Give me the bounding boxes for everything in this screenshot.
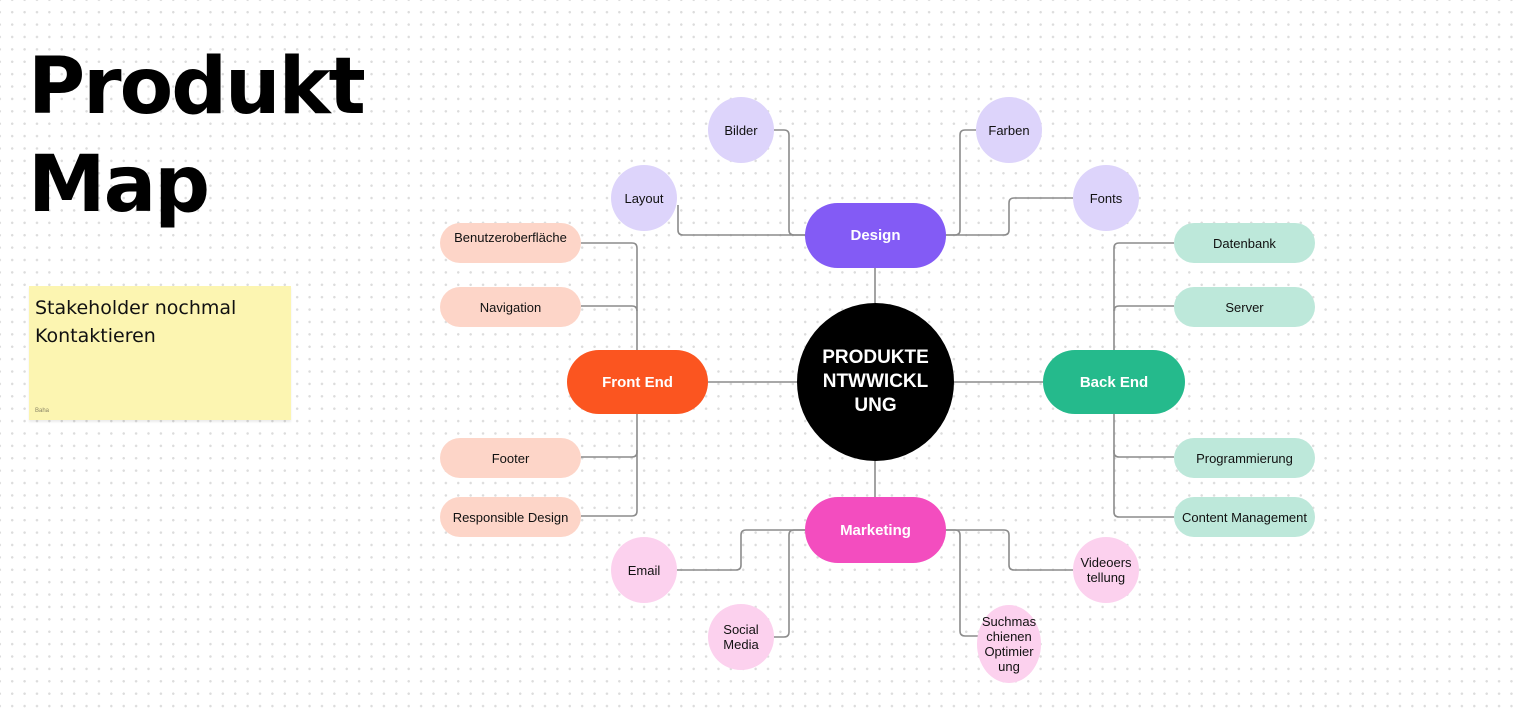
center-label-line-1: PRODUKTE: [822, 347, 929, 368]
sticky-note-line-1: Stakeholder nochmal: [35, 297, 237, 319]
marketing-child-video-line-2: tellung: [1086, 570, 1126, 585]
design-child-bilder-label: Bilder: [724, 122, 758, 138]
branch-back-end[interactable]: Back End: [1043, 350, 1185, 414]
marketing-child-email[interactable]: Email: [611, 537, 677, 603]
branch-marketing-label: Marketing: [840, 521, 911, 539]
front-end-child-benutzeroberflaeche[interactable]: Benutzeroberfläche: [440, 223, 581, 263]
connector-frontend-footer: [581, 414, 638, 458]
back-end-child-content-management[interactable]: Content Management: [1174, 497, 1315, 537]
connector-design-farben: [945, 129, 976, 236]
branch-front-end[interactable]: Front End: [567, 350, 708, 414]
front-end-child-navigation-label: Navigation: [479, 299, 542, 315]
design-child-layout[interactable]: Layout: [611, 165, 677, 231]
connector-frontend-benutzer: [581, 242, 638, 350]
branch-marketing[interactable]: Marketing: [805, 497, 946, 563]
connector-frontend-navigation: [581, 305, 638, 312]
sticky-note[interactable]: Stakeholder nochmal Kontaktieren Baha: [29, 286, 291, 420]
sticky-note-author: Baha: [35, 408, 50, 414]
design-child-farben[interactable]: Farben: [976, 97, 1042, 163]
back-end-child-programmierung-label: Programmierung: [1196, 450, 1293, 466]
branch-back-end-label: Back End: [1079, 373, 1149, 391]
connector-backend-datenbank: [1113, 242, 1174, 350]
branch-front-end-label: Front End: [602, 373, 673, 391]
marketing-child-seo-line-1: Suchmas: [981, 614, 1037, 629]
front-end-child-footer-label: Footer: [491, 450, 530, 466]
connector-marketing-email: [677, 529, 806, 571]
marketing-child-social-media-line-1: Social: [723, 622, 759, 637]
front-end-child-responsible-design-label: Responsible Design: [452, 509, 569, 525]
marketing-child-social-media-line-2: Media: [723, 637, 759, 652]
back-end-child-datenbank[interactable]: Datenbank: [1174, 223, 1315, 263]
center-node[interactable]: PRODUKTE NTWWICKL UNG: [797, 303, 954, 461]
design-child-fonts-label: Fonts: [1089, 190, 1123, 206]
front-end-child-responsible-design[interactable]: Responsible Design: [440, 497, 581, 537]
marketing-child-seo-line-4: ung: [998, 659, 1020, 674]
title-line-1: Produkt: [28, 42, 366, 132]
back-end-child-content-management-label: Content Management: [1181, 509, 1308, 525]
sticky-note-text: Stakeholder nochmal Kontaktieren: [35, 294, 236, 350]
connector-design-bilder: [774, 129, 806, 236]
back-end-child-datenbank-label: Datenbank: [1213, 235, 1276, 251]
connector-marketing-video: [945, 529, 1073, 571]
marketing-child-social-media[interactable]: Social Media: [708, 604, 774, 670]
marketing-child-email-label: Email: [627, 562, 661, 578]
design-child-fonts[interactable]: Fonts: [1073, 165, 1139, 231]
marketing-child-videoerstellung[interactable]: Videoers tellung: [1073, 537, 1139, 603]
branch-design[interactable]: Design: [805, 203, 946, 268]
back-end-child-server-label: Server: [1225, 299, 1264, 315]
connector-frontend-responsive: [581, 450, 638, 517]
connector-design-fonts: [945, 197, 1073, 236]
marketing-child-suchmaschinen-optimierung[interactable]: Suchmas chienen Optimier ung: [977, 605, 1041, 683]
marketing-child-seo-line-2: chienen: [986, 629, 1032, 644]
front-end-child-navigation[interactable]: Navigation: [440, 287, 581, 327]
connector-backend-programmierung: [1113, 414, 1174, 458]
center-label-line-2: NTWWICKL: [822, 371, 929, 392]
connector-backend-content: [1113, 450, 1174, 518]
back-end-child-server[interactable]: Server: [1174, 287, 1315, 327]
connector-marketing-social: [774, 529, 806, 638]
design-child-farben-label: Farben: [988, 122, 1030, 138]
center-label-line-3: UNG: [854, 395, 897, 416]
connector-design-layout: [677, 205, 806, 236]
design-child-layout-label: Layout: [624, 190, 664, 206]
front-end-child-footer[interactable]: Footer: [440, 438, 581, 478]
connector-backend-server: [1113, 305, 1174, 312]
back-end-child-programmierung[interactable]: Programmierung: [1174, 438, 1315, 478]
board-title: Produkt Map: [28, 38, 366, 234]
front-end-child-benutzeroberflaeche-label: Benutzeroberfläche: [454, 229, 567, 245]
marketing-child-video-line-1: Videoers: [1080, 555, 1132, 570]
connector-marketing-seo: [945, 529, 979, 637]
title-line-2: Map: [28, 140, 210, 230]
design-child-bilder[interactable]: Bilder: [708, 97, 774, 163]
sticky-note-line-2: Kontaktieren: [35, 325, 156, 347]
branch-design-label: Design: [850, 227, 901, 244]
marketing-child-seo-line-3: Optimier: [984, 644, 1034, 659]
